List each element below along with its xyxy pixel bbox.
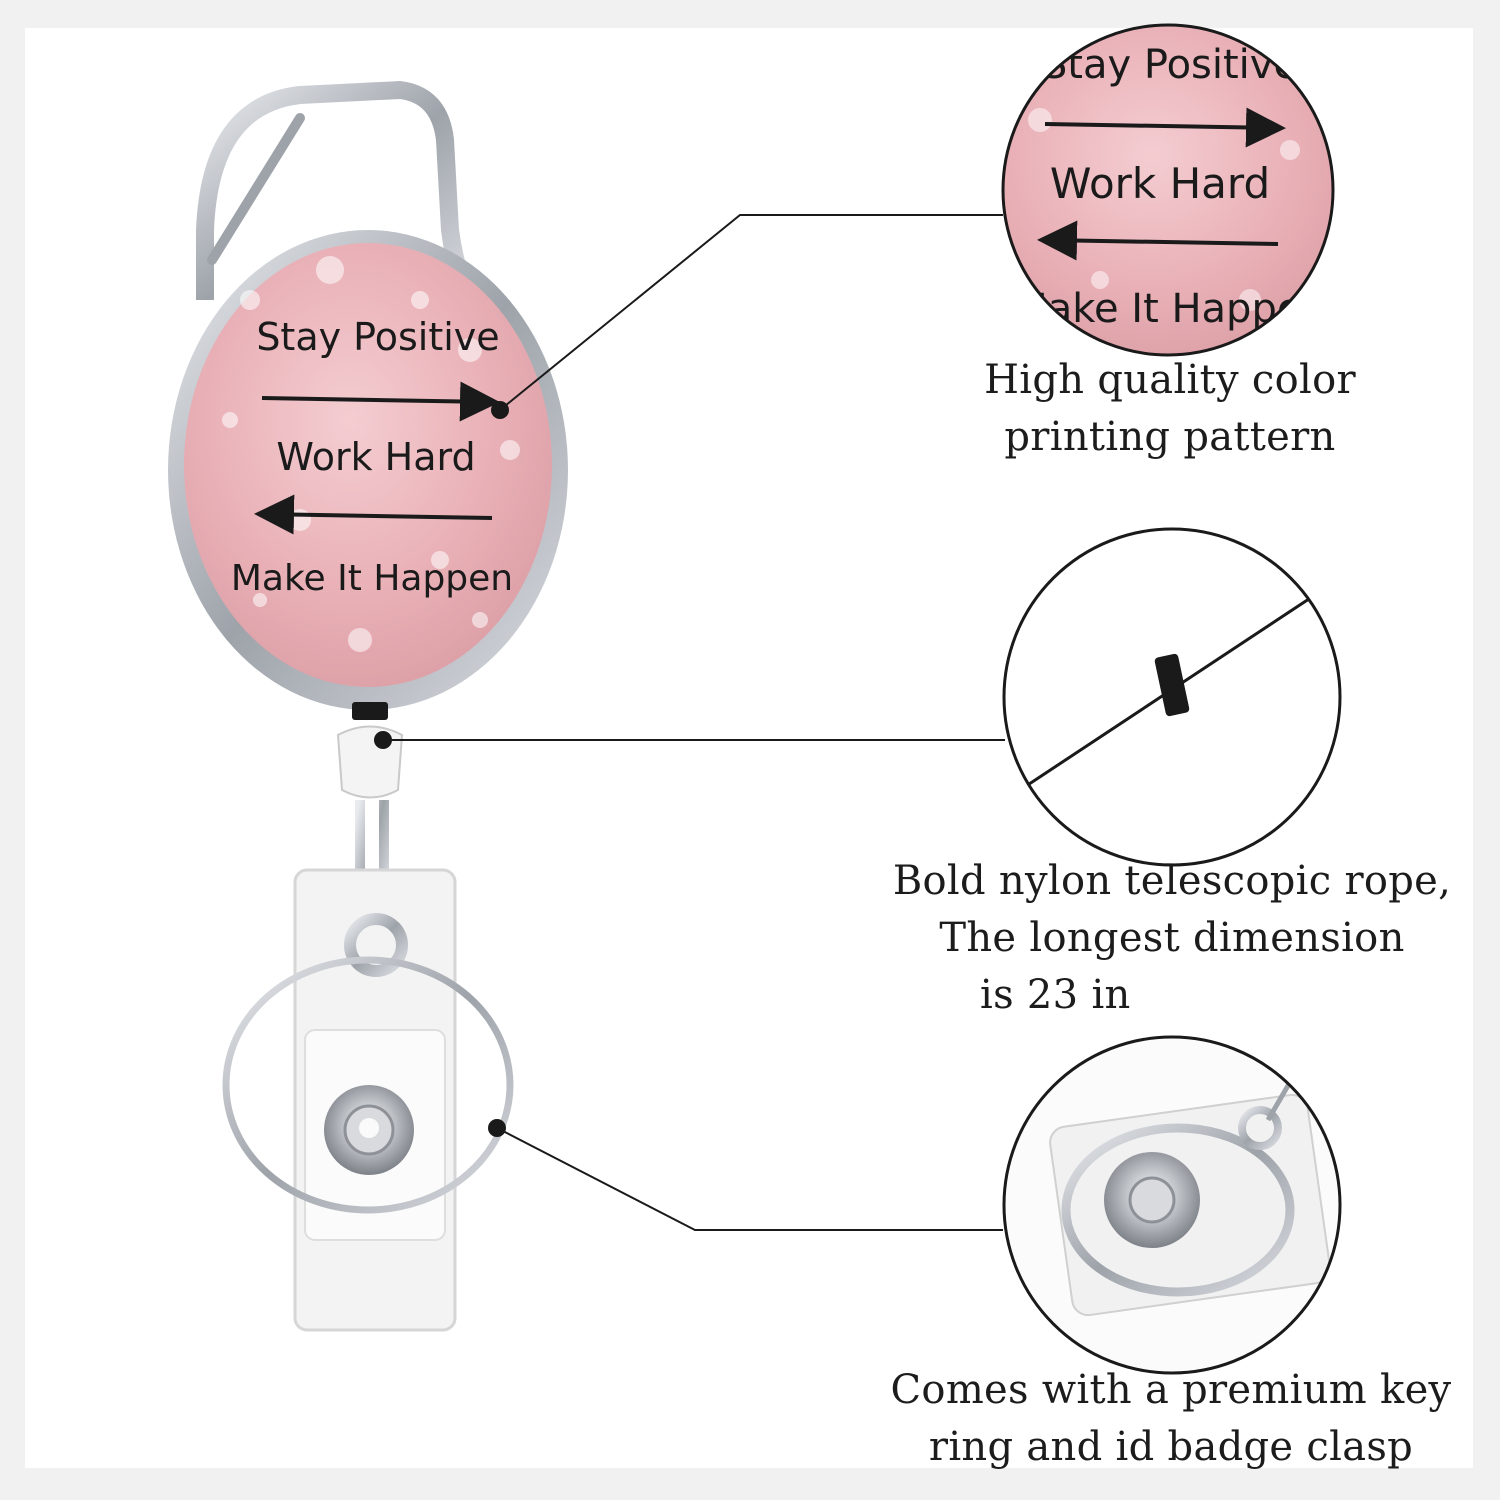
caption-clasp-line2: ring and id badge clasp xyxy=(928,1424,1414,1470)
zoom-text-line3: Make It Happen xyxy=(1013,286,1327,332)
caption-print: High quality color printing pattern xyxy=(970,352,1370,466)
badge-text-line3: Make It Happen xyxy=(231,558,513,599)
caption-rope-line2: The longest dimension xyxy=(939,915,1405,961)
badge-text-line1: Stay Positive xyxy=(256,315,499,359)
caption-rope: Bold nylon telescopic rope, The longest … xyxy=(872,853,1472,1024)
caption-clasp-line1: Comes with a premium key xyxy=(890,1367,1452,1413)
callout-lines xyxy=(383,214,1005,1231)
rope-stopper-icon xyxy=(1154,653,1190,717)
callout-dots xyxy=(374,401,509,1137)
zoom-text-line2: Work Hard xyxy=(1050,159,1270,208)
badge-reel: Stay Positive Work Hard Make It Happen xyxy=(168,230,568,710)
zoom-clasp xyxy=(1002,1035,1342,1375)
zoom-print-pattern: Stay Positive Work Hard Make It Happen xyxy=(1001,23,1335,357)
snap-button-icon xyxy=(324,1085,414,1175)
zoom-rope xyxy=(1002,527,1342,867)
caption-rope-line1: Bold nylon telescopic rope, xyxy=(892,858,1452,904)
caption-print-line1: High quality color xyxy=(984,357,1356,403)
badge-text-line2: Work Hard xyxy=(276,435,475,479)
key-ring-icon xyxy=(222,956,514,1214)
caption-clasp: Comes with a premium key ring and id bad… xyxy=(866,1362,1476,1476)
caption-rope-line3: is 23 in xyxy=(980,972,1131,1018)
caption-print-line2: printing pattern xyxy=(1004,414,1336,460)
